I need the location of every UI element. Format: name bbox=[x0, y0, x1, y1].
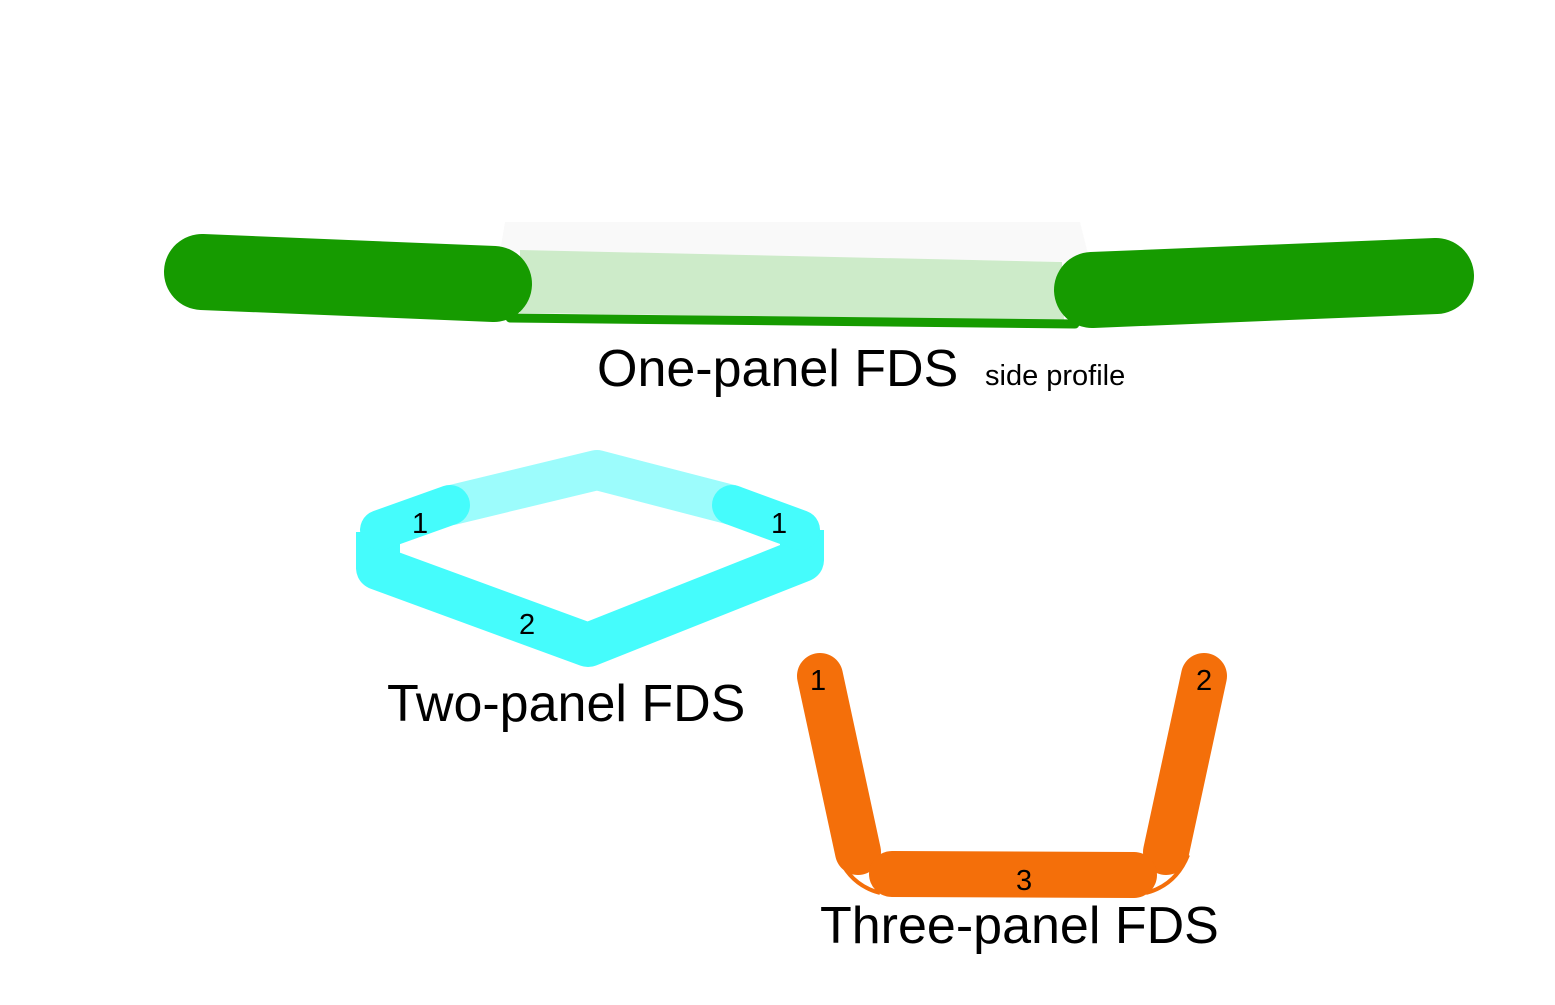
three-panel-label-2: 2 bbox=[1196, 665, 1212, 697]
one-panel-top-shadow bbox=[500, 222, 1090, 262]
one-panel-right-section bbox=[1054, 238, 1474, 328]
three-panel-panel-3 bbox=[869, 851, 1157, 898]
one-panel-subtitle: side profile bbox=[985, 360, 1125, 392]
one-panel-title: One-panel FDS bbox=[597, 340, 958, 398]
three-panel-panel-2 bbox=[1143, 653, 1227, 875]
two-panel-back-section bbox=[432, 450, 752, 525]
three-panel-panel-1 bbox=[797, 653, 881, 875]
three-panel-shape bbox=[797, 653, 1227, 898]
one-panel-shape bbox=[164, 222, 1474, 329]
three-panel-label-3: 3 bbox=[1016, 865, 1032, 897]
two-panel-label-left: 1 bbox=[412, 508, 428, 540]
three-panel-title: Three-panel FDS bbox=[820, 897, 1219, 955]
two-panel-label-bottom: 2 bbox=[519, 609, 535, 641]
two-panel-label-right: 1 bbox=[771, 508, 787, 540]
two-panel-right-panel bbox=[712, 485, 820, 550]
two-panel-shape bbox=[356, 450, 824, 667]
one-panel-bottom-edge bbox=[505, 313, 1080, 329]
one-panel-left-section bbox=[164, 234, 532, 322]
two-panel-bottom-section bbox=[356, 538, 824, 667]
two-panel-left-panel bbox=[360, 485, 470, 550]
one-panel-middle-section bbox=[520, 250, 1064, 320]
three-panel-label-1: 1 bbox=[810, 665, 826, 697]
two-panel-title: Two-panel FDS bbox=[387, 675, 745, 733]
